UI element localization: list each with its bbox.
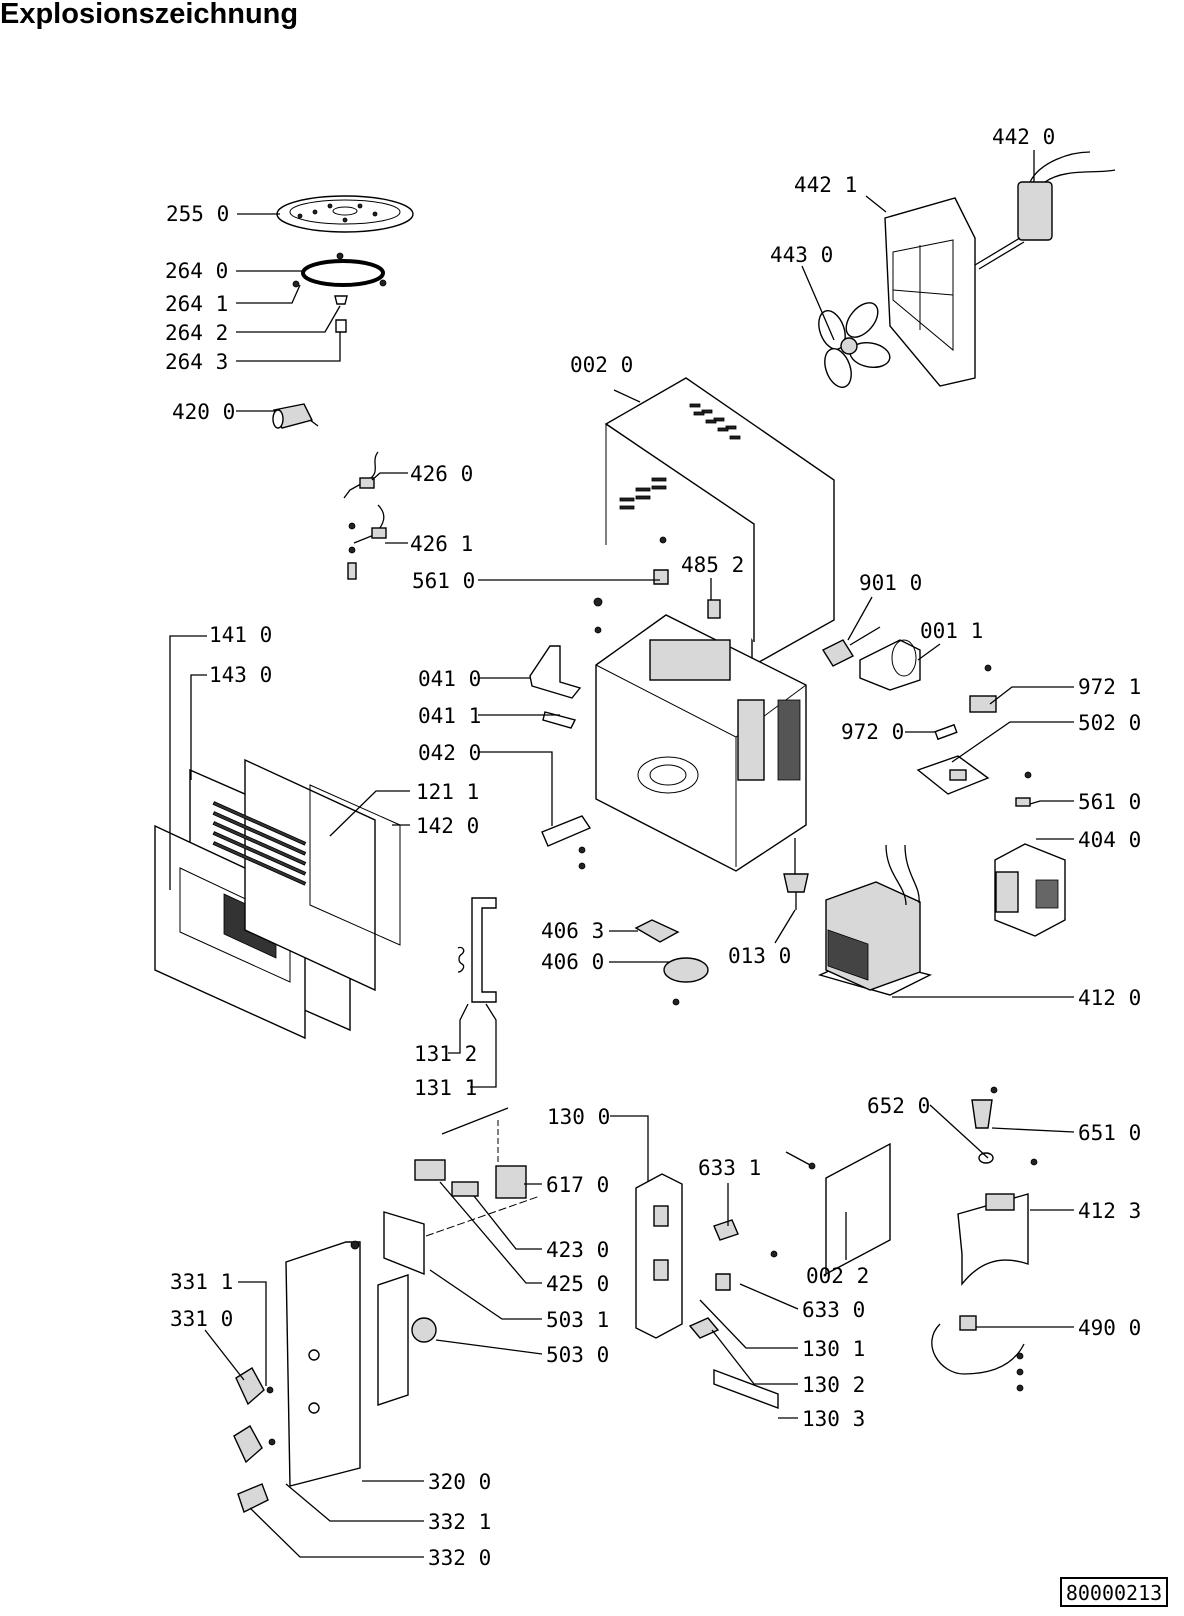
label-130-1: 130 1 [802, 1337, 865, 1361]
fan-blade-drawing [818, 302, 891, 388]
label-041-0: 041 0 [418, 667, 481, 691]
label-617-0: 617 0 [546, 1173, 609, 1197]
label-143-0: 143 0 [209, 663, 272, 687]
label-406-3: 406 3 [541, 919, 604, 943]
label-255-0: 255 0 [166, 202, 229, 226]
label-426-1: 426 1 [410, 532, 473, 556]
label-121-1: 121 1 [416, 780, 479, 804]
label-901-0: 901 0 [859, 571, 922, 595]
label-332-0: 332 0 [428, 1546, 491, 1570]
capacitor-drawing [272, 403, 319, 429]
label-412-0: 412 0 [1078, 986, 1141, 1010]
wire-harness-drawing [343, 451, 387, 580]
label-425-0: 425 0 [546, 1272, 609, 1296]
label-423-0: 423 0 [546, 1238, 609, 1262]
transformer-drawing [817, 844, 932, 996]
label-420-0: 420 0 [172, 400, 235, 424]
label-503-1: 503 1 [546, 1308, 609, 1332]
page-title: Explosionszeichnung [0, 0, 299, 30]
interlock-assembly-drawing [635, 1173, 779, 1410]
label-651-0: 651 0 [1078, 1121, 1141, 1145]
fuse-and-board-drawing [916, 664, 997, 795]
label-264-0: 264 0 [165, 259, 228, 283]
label-130-0: 130 0 [547, 1105, 610, 1129]
switch-group-drawing [414, 1107, 541, 1237]
label-485-2: 485 2 [681, 553, 744, 577]
label-320-0: 320 0 [428, 1470, 491, 1494]
label-264-3: 264 3 [165, 350, 228, 374]
label-142-0: 142 0 [416, 814, 479, 838]
label-404-0: 404 0 [1078, 828, 1141, 852]
label-331-1: 331 1 [170, 1270, 233, 1294]
label-426-0: 426 0 [410, 462, 473, 486]
lamp-and-clamp-drawing [821, 626, 921, 691]
label-130-3: 130 3 [802, 1407, 865, 1431]
outer-cabinet-drawing [604, 377, 835, 668]
fan-bracket-drawing [884, 197, 976, 387]
lamp-holder-drawing [971, 1086, 998, 1164]
label-972-1: 972 1 [1078, 675, 1141, 699]
label-442-1: 442 1 [794, 173, 857, 197]
diode-drawing [931, 1315, 1025, 1392]
label-412-3: 412 3 [1078, 1199, 1141, 1223]
label-264-1: 264 1 [165, 292, 228, 316]
cover-plate-drawing [785, 1142, 891, 1276]
label-042-0: 042 0 [418, 741, 481, 765]
label-652-0: 652 0 [867, 1094, 930, 1118]
label-131-1: 131 1 [414, 1076, 477, 1100]
label-633-1: 633 1 [698, 1156, 761, 1180]
label-561-0-right: 561 0 [1078, 790, 1141, 814]
leader-lines [169, 150, 1075, 1558]
door-latch-drawing [457, 897, 497, 1003]
door-assembly-drawing [154, 758, 401, 1040]
label-041-1: 041 1 [418, 704, 481, 728]
oven-cavity-drawing [595, 614, 807, 872]
label-561-0-top: 561 0 [412, 569, 475, 593]
label-972-0: 972 0 [841, 720, 904, 744]
label-131-2: 131 2 [414, 1042, 477, 1066]
label-443-0: 443 0 [770, 243, 833, 267]
fan-motor-drawing [974, 151, 1116, 270]
label-332-1: 332 1 [428, 1510, 491, 1534]
magnetron-drawing [994, 771, 1066, 937]
document-number-box: 80000213 [1060, 1577, 1168, 1607]
label-503-0: 503 0 [546, 1343, 609, 1367]
label-013-0: 013 0 [728, 944, 791, 968]
label-633-0: 633 0 [802, 1298, 865, 1322]
roller-ring-drawing [292, 252, 387, 333]
hinge-brackets-drawing [529, 597, 603, 870]
label-406-0: 406 0 [541, 950, 604, 974]
control-panel-drawing [233, 1211, 437, 1513]
label-442-0: 442 0 [992, 125, 1055, 149]
label-130-2: 130 2 [802, 1373, 865, 1397]
label-331-0: 331 0 [170, 1307, 233, 1331]
turntable-motor-drawing [634, 919, 709, 1006]
label-002-0: 002 0 [570, 353, 633, 377]
label-490-0: 490 0 [1078, 1316, 1141, 1340]
turntable-plate-drawing [276, 195, 414, 233]
label-264-2: 264 2 [165, 321, 228, 345]
label-502-0: 502 0 [1078, 711, 1141, 735]
label-002-2: 002 2 [806, 1264, 869, 1288]
label-141-0: 141 0 [209, 623, 272, 647]
label-001-1: 001 1 [920, 619, 983, 643]
high-voltage-bracket-drawing [957, 1158, 1038, 1286]
document-number: 80000213 [1065, 1581, 1163, 1605]
turntable-motor-coupler-drawing [783, 838, 809, 910]
